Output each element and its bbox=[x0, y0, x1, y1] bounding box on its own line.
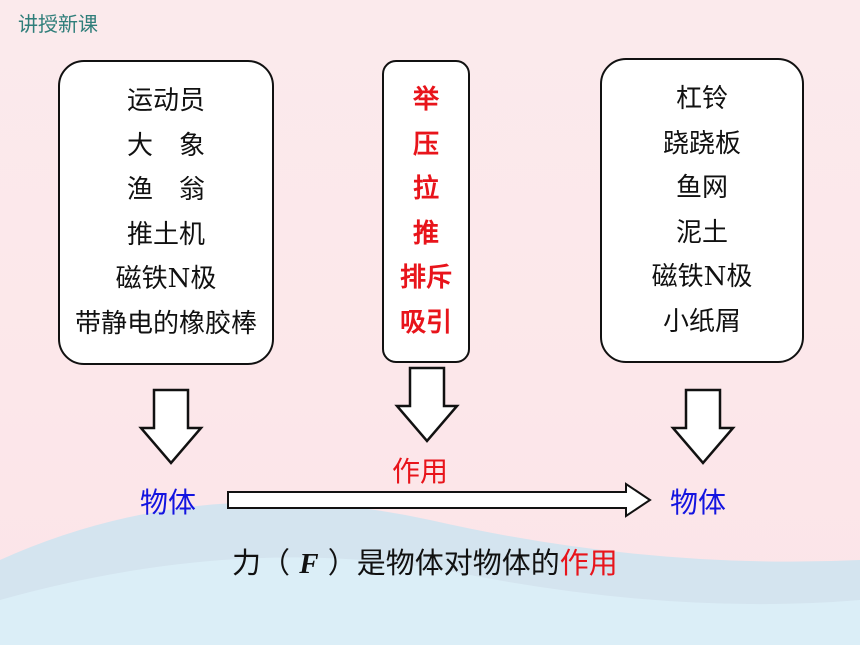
agent-objects-box: 运动员 大 象 渔 翁 推土机 磁铁N极 带静电的橡胶棒 bbox=[58, 60, 274, 365]
action-item: 压 bbox=[412, 129, 439, 160]
agent-item: 带静电的橡胶棒 bbox=[74, 308, 257, 339]
receiver-item: 泥土 bbox=[675, 217, 728, 248]
right-arrow-icon bbox=[227, 482, 652, 518]
agent-item: 渔 翁 bbox=[126, 175, 205, 205]
agent-item: 运动员 bbox=[126, 86, 205, 116]
receiver-item: 鱼网 bbox=[675, 173, 728, 203]
receiver-item: 磁铁N极 bbox=[651, 262, 753, 292]
action-item: 推 bbox=[412, 218, 439, 249]
target-object-label: 物体 bbox=[670, 486, 727, 519]
action-item: 举 bbox=[412, 85, 439, 115]
definition-highlight: 作用 bbox=[559, 546, 618, 580]
action-item: 排斥 bbox=[399, 263, 452, 293]
definition-prefix: 力（ bbox=[232, 546, 300, 580]
down-arrow-icon bbox=[394, 366, 460, 443]
action-verbs-box: 举 压 拉 推 排斥 吸引 bbox=[382, 60, 470, 363]
section-tag: 讲授新课 bbox=[18, 12, 98, 36]
agent-item: 推土机 bbox=[126, 219, 205, 250]
receiver-item: 小纸屑 bbox=[662, 306, 741, 337]
force-symbol: F bbox=[299, 548, 319, 580]
action-item: 吸引 bbox=[399, 307, 452, 338]
down-arrow-icon bbox=[138, 388, 204, 465]
action-label: 作用 bbox=[392, 455, 449, 488]
source-object-label: 物体 bbox=[140, 486, 197, 519]
receiver-objects-box: 杠铃 跷跷板 鱼网 泥土 磁铁N极 小纸屑 bbox=[600, 58, 804, 363]
receiver-item: 杠铃 bbox=[675, 84, 728, 114]
force-definition: 力（ F ）是物体对物体的作用 bbox=[232, 540, 618, 582]
agent-item: 大 象 bbox=[126, 130, 205, 161]
receiver-item: 跷跷板 bbox=[662, 128, 741, 159]
agent-item: 磁铁N极 bbox=[115, 264, 217, 294]
definition-middle: ）是物体对物体的 bbox=[318, 546, 560, 580]
down-arrow-icon bbox=[670, 388, 736, 465]
action-item: 拉 bbox=[412, 174, 439, 204]
